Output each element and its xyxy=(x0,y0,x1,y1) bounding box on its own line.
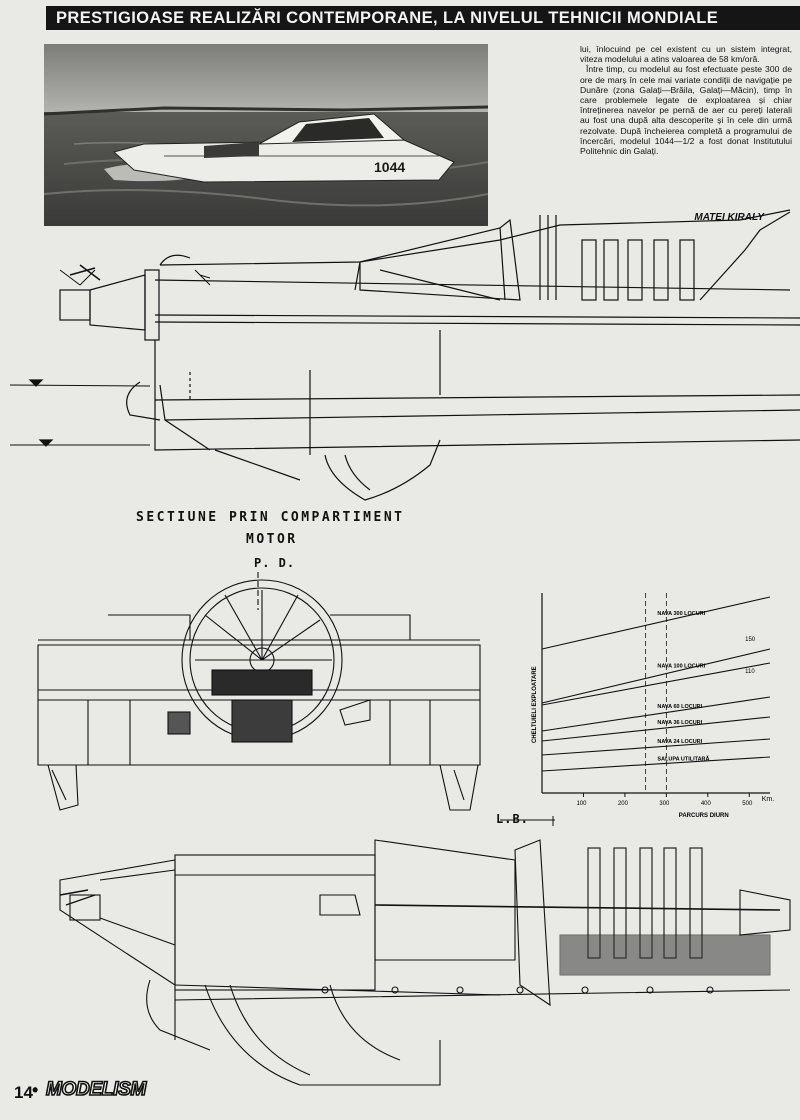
page-header-banner: PRESTIGIOASE REALIZĂRI CONTEMPORANE, LA … xyxy=(46,6,800,30)
chart-x-tick-label-2: 200 xyxy=(618,801,629,807)
chart-series-line-3 xyxy=(541,662,771,706)
side-elevation-drawing xyxy=(9,209,800,501)
article-text: lui, înlocuind pe cel existent cu un sis… xyxy=(580,44,792,156)
chart-x-tick-label-4: 400 xyxy=(701,801,712,807)
lb-label: L.B. xyxy=(496,812,529,826)
chart-x-axis-label: PARCURS DIURN xyxy=(679,813,729,819)
article-paragraph-1: lui, înlocuind pe cel existent cu un sis… xyxy=(580,44,792,65)
chart-series-line-7 xyxy=(541,756,771,772)
chart-series-label-7: SALUPA UTILITARĂ xyxy=(657,755,709,762)
article-paragraph-2: Între timp, cu modelul au fost efectuate… xyxy=(580,64,792,157)
chart-series-label-6: NAVA 24 LOCURI xyxy=(657,739,702,745)
pd-label: P. D. xyxy=(254,556,296,570)
chart-annotation-2: 110 xyxy=(745,669,755,675)
hull-number: 1044 xyxy=(374,159,405,175)
section-title-line1: SECTIUNE PRIN COMPARTIMENT xyxy=(136,510,405,525)
plan-view-drawing xyxy=(59,816,791,1086)
chart-series-line-6 xyxy=(541,738,771,756)
propeller-blades-top xyxy=(581,239,695,301)
magazine-logo: MODELISM xyxy=(45,1078,147,1101)
chart-x-unit-label: Km. xyxy=(762,796,775,803)
chart-series-label-5: NAVA 36 LOCURI xyxy=(657,720,702,726)
article-author: MATEI KIRALY xyxy=(694,212,764,223)
chart-series-label-2: NAVA 100 LOCURI xyxy=(657,664,705,670)
chart-series-line-1 xyxy=(541,596,771,650)
chart-x-tick-label-3: 300 xyxy=(659,801,670,807)
chart-series-line-4 xyxy=(541,696,771,732)
section-title-line2: MOTOR xyxy=(246,532,298,547)
chart-series-label-4: NAVA 60 LOCURI xyxy=(657,704,702,710)
footer-separator: • xyxy=(32,1080,39,1100)
page-number: 14 xyxy=(14,1083,33,1102)
chart-y-axis-label: CHELTUIELI EXPLOATARE xyxy=(532,666,538,743)
chart-series-label-1: NAVA 300 LOCURI xyxy=(657,611,705,617)
chart-x-tick-label-1: 100 xyxy=(576,801,587,807)
engine-cross-section-drawing xyxy=(37,572,481,811)
chart-series-line-2 xyxy=(541,648,771,704)
chart-series-line-5 xyxy=(541,716,771,742)
chart-annotation-1: 150 xyxy=(745,637,756,643)
chart-x-tick-label-5: 500 xyxy=(742,801,753,807)
operating-cost-chart: 100 200 300 400 500 NAVA 300 LOCURI NAVA 100 L… xyxy=(532,593,774,819)
hovercraft-photo: 1044 xyxy=(44,44,488,226)
chart-plot-area: 100 200 300 400 500 NAVA 300 LOCURI NAVA 100 L… xyxy=(532,593,774,819)
